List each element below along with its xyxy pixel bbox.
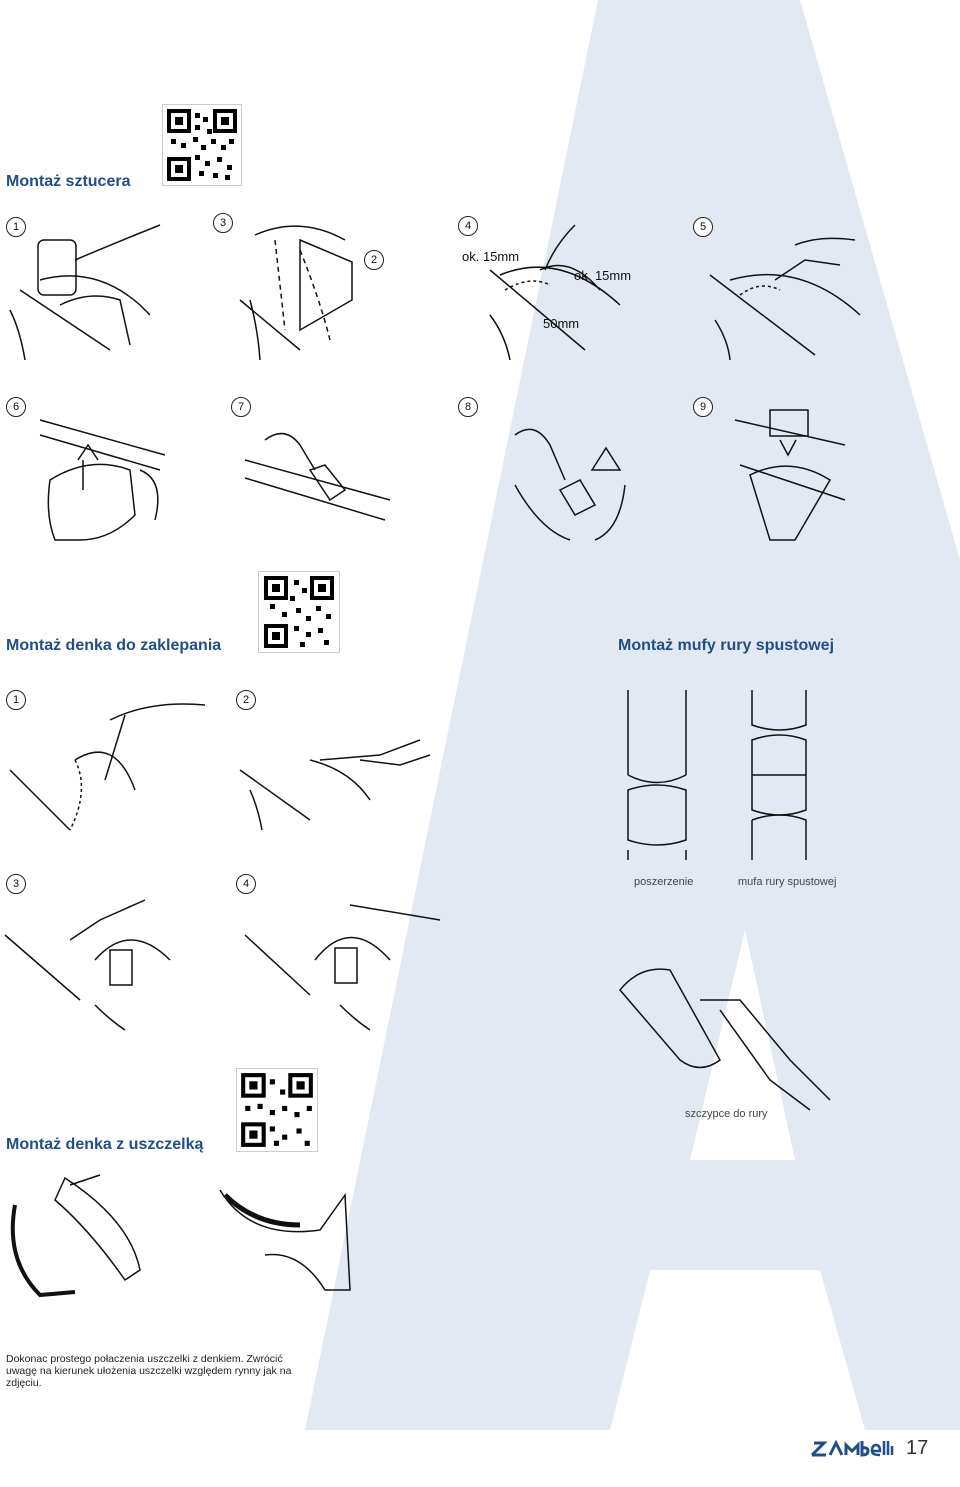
step-number: 4 bbox=[458, 216, 478, 236]
qr-code-sztucer bbox=[162, 104, 242, 186]
section-title-sztucer: Montaż sztucera bbox=[6, 173, 131, 190]
step-number: 8 bbox=[458, 397, 478, 417]
section-title-denko-uszczelka: Montaż denka z uszczelką bbox=[6, 1136, 204, 1153]
dimension-label: 50mm bbox=[543, 316, 580, 331]
mufa-illustration bbox=[619, 690, 831, 1111]
qr-code-denko-zaklepanie bbox=[258, 571, 340, 653]
caption-szczypce: szczypce do rury bbox=[685, 1108, 768, 1120]
sztucer-row2-illustration bbox=[39, 409, 846, 541]
zambelli-logo bbox=[810, 1437, 894, 1467]
qr-code-denko-uszczelka bbox=[236, 1068, 318, 1152]
step-number: 9 bbox=[693, 397, 713, 417]
step-number: 3 bbox=[6, 874, 26, 894]
section-title-mufa: Montaż mufy rury spustowej bbox=[618, 637, 835, 654]
step-number: 1 bbox=[6, 690, 26, 710]
installation-note: Dokonac prostego połaczenia uszczelki z … bbox=[6, 1353, 292, 1389]
sztucer-row1-illustration bbox=[9, 224, 861, 360]
denko-zaklepanie-illustration bbox=[4, 703, 441, 1031]
page-number: 17 bbox=[906, 1437, 929, 1459]
step-number: 6 bbox=[6, 397, 26, 417]
step-number: 5 bbox=[693, 217, 713, 237]
dimension-label: ok. 15mm bbox=[462, 249, 520, 264]
caption-mufa: mufa rury spustowej bbox=[738, 876, 837, 888]
uszczelka-illustration bbox=[10, 1174, 351, 1298]
section-title-denko-zaklepanie: Montaż denka do zaklepania bbox=[6, 637, 222, 654]
step-number: 2 bbox=[364, 250, 384, 270]
dimension-label: ok. 15mm bbox=[574, 268, 632, 283]
step-number: 2 bbox=[236, 690, 256, 710]
step-number: 7 bbox=[231, 397, 251, 417]
step-number: 4 bbox=[236, 874, 256, 894]
step-number: 3 bbox=[213, 213, 233, 233]
caption-poszerzenie: poszerzenie bbox=[634, 876, 694, 888]
step-number: 1 bbox=[6, 217, 26, 237]
